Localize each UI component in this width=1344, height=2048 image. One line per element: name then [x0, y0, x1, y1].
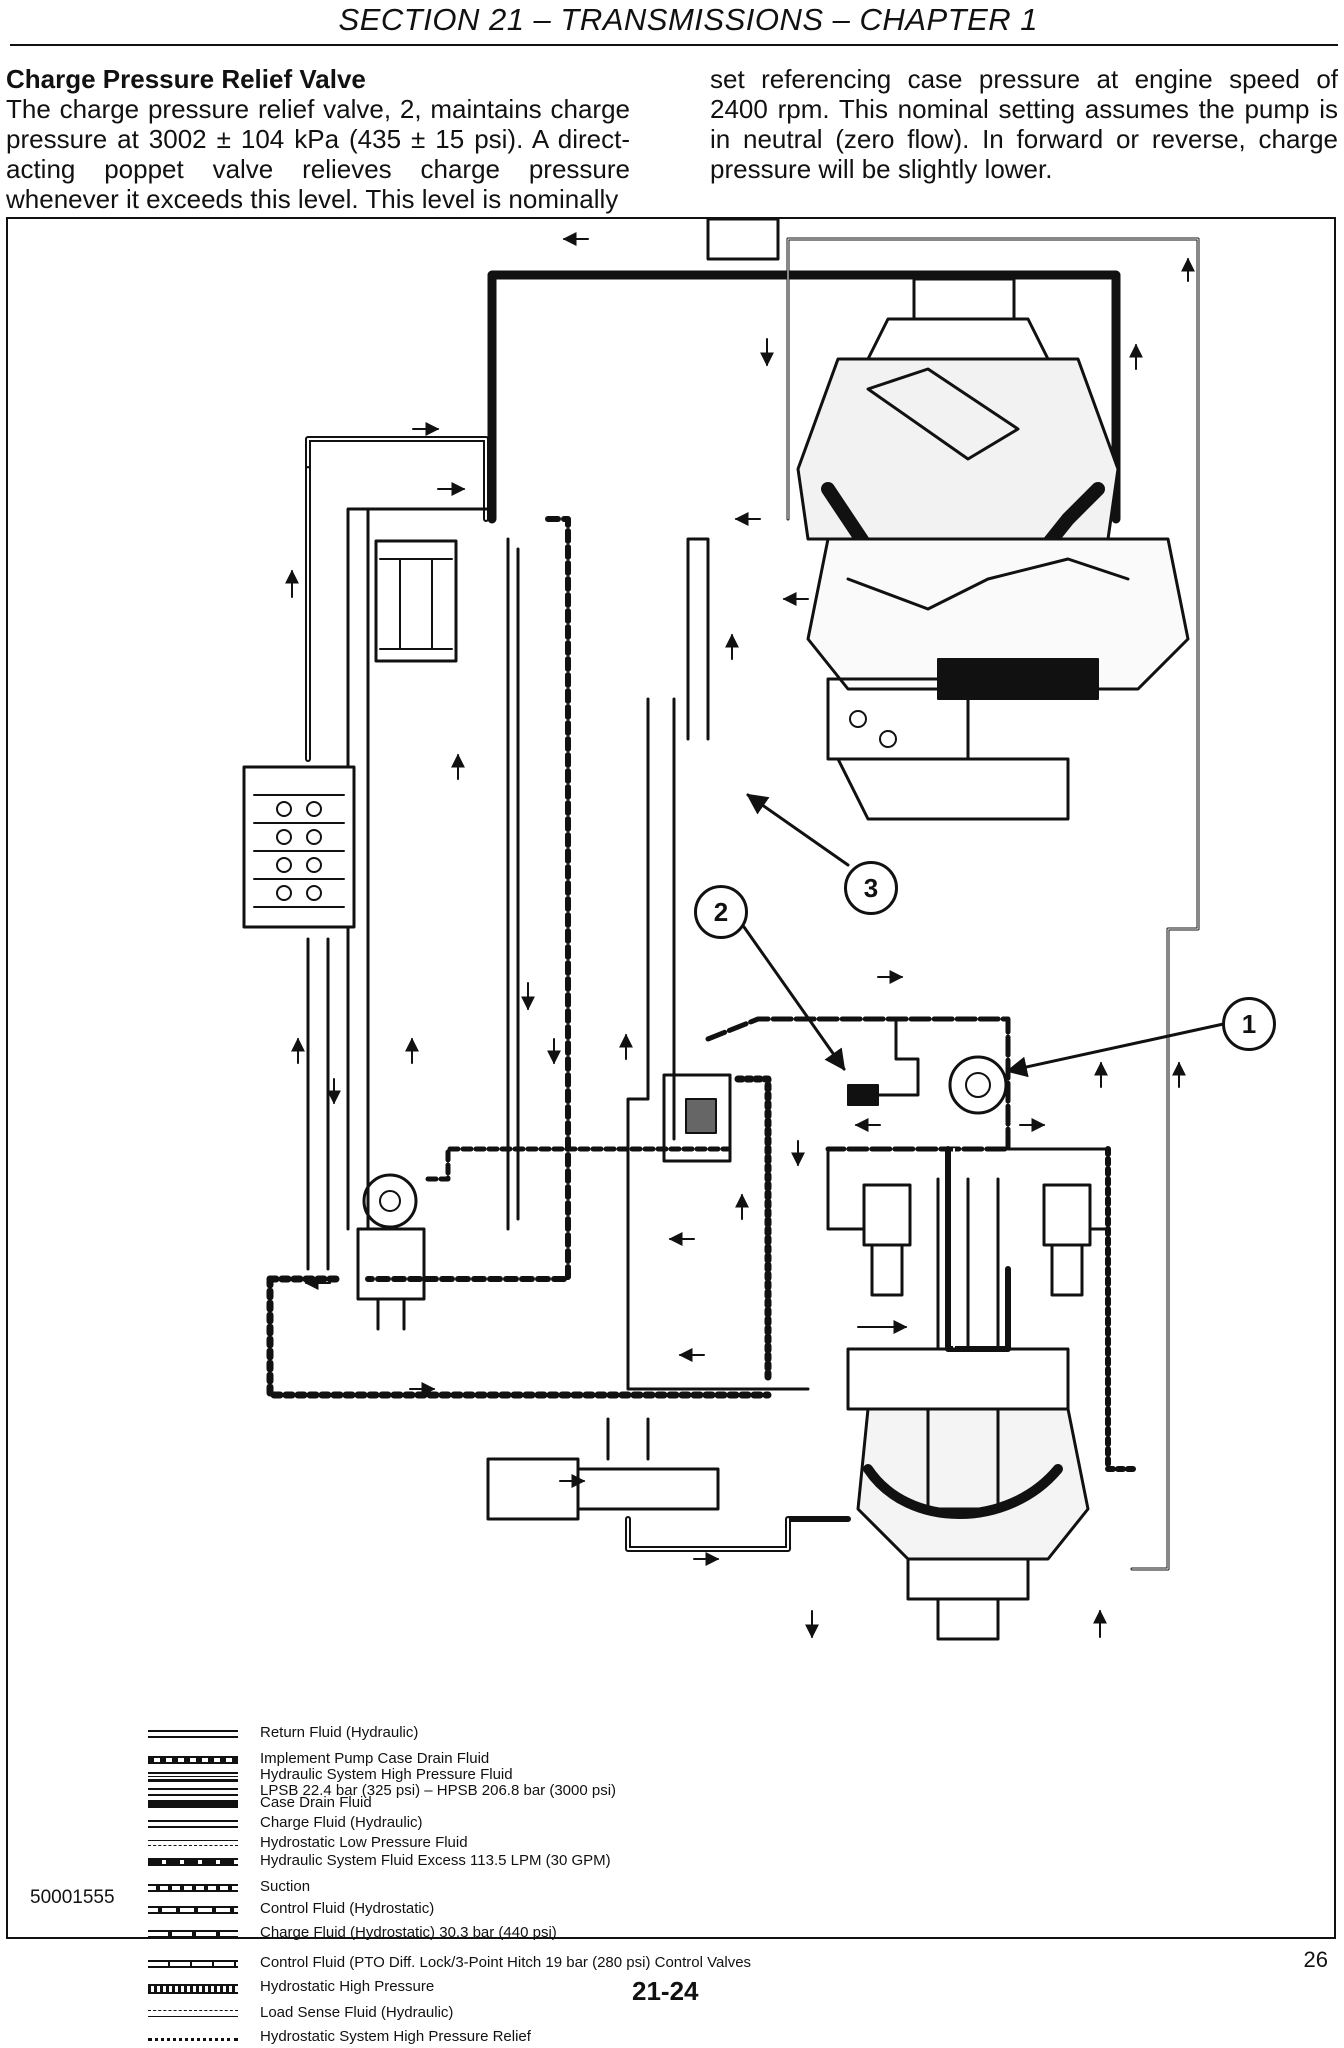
- legend-item: Hydrostatic High Pressure: [148, 1978, 888, 1998]
- legend-item: Control Fluid (Hydrostatic): [148, 1900, 888, 1920]
- legend-label: Control Fluid (PTO Diff. Lock/3-Point Hi…: [260, 1954, 752, 1971]
- text-column-left: Charge Pressure Relief Valve The charge …: [6, 64, 630, 214]
- check-valve-left: [862, 1183, 912, 1247]
- gear-pump: [362, 1173, 418, 1229]
- legend-line-swatch: [148, 1788, 238, 1796]
- hydraulic-schematic-figure: 1 2 3 Return Fluid (Hydraulic) Implement …: [6, 217, 1336, 2045]
- legend-label: Hydrostatic High Pressure: [260, 1978, 435, 1995]
- hydrostatic-pump: [796, 277, 1190, 821]
- filter: [662, 1073, 732, 1163]
- body-text-left: The charge pressure relief valve, 2, mai…: [6, 94, 630, 214]
- check-valve-right: [1042, 1183, 1092, 1247]
- legend-line-swatch: [148, 1840, 238, 1846]
- legend-label: Control Fluid (Hydrostatic): [260, 1900, 435, 1917]
- legend-item: Charge Fluid (Hydraulic): [148, 1814, 888, 1834]
- legend-item: Return Fluid (Hydraulic): [148, 1724, 888, 1744]
- legend-label: Hydrostatic Low Pressure Fluid: [260, 1834, 468, 1851]
- callout-2: 2: [694, 885, 748, 939]
- legend-label: Case Drain Fluid: [260, 1794, 372, 1811]
- legend-line-swatch: [148, 1730, 238, 1738]
- legend-item: Case Drain Fluid: [148, 1794, 888, 1814]
- legend-item: Charge Fluid (Hydrostatic) 30.3 bar (440…: [148, 1924, 888, 1944]
- callout-1: 1: [1222, 997, 1276, 1051]
- legend-label: Return Fluid (Hydraulic): [260, 1724, 419, 1741]
- text-column-right: set referencing case pressure at engine …: [710, 64, 1338, 184]
- valve-bank: [242, 765, 356, 929]
- callout-1-leader: [1005, 1021, 1230, 1078]
- legend-line-swatch: [148, 1884, 238, 1892]
- legend-label: Charge Fluid (Hydraulic): [260, 1814, 423, 1831]
- legend-label: Implement Pump Case Drain Fluid: [260, 1750, 490, 1767]
- folio: 21-24: [632, 1976, 699, 2006]
- figure-id: 50001555: [30, 1887, 115, 1908]
- legend-item: Load Sense Fluid (Hydraulic): [148, 2004, 888, 2024]
- case-drain-line: [487, 270, 1121, 524]
- legend-line-swatch: [148, 1960, 238, 1968]
- section-title: SECTION 21 – TRANSMISSIONS – CHAPTER 1: [338, 2, 1038, 37]
- legend-label: Hydraulic System High Pressure Fluid: [260, 1766, 513, 1783]
- legend-item: Hydrostatic Low Pressure Fluid: [148, 1834, 888, 1854]
- section-heading: Charge Pressure Relief Valve: [6, 64, 366, 94]
- charge-pump: [948, 1055, 1008, 1115]
- legend-line-swatch: [148, 1930, 238, 1938]
- legend-line-swatch: [148, 1800, 238, 1808]
- callout-2-leader: [742, 925, 846, 1071]
- legend-label: Hydraulic System Fluid Excess 113.5 LPM …: [260, 1852, 611, 1869]
- section-header: SECTION 21 – TRANSMISSIONS – CHAPTER 1: [10, 0, 1338, 46]
- legend-item: Implement Pump Case Drain Fluid: [148, 1750, 888, 1770]
- legend-label: LPSB 22.4 bar (325 psi) – HPSB 206.8 bar…: [260, 1782, 617, 1799]
- callout-3-leader: [746, 793, 850, 867]
- legend-item: Hydraulic System High Pressure Fluid: [148, 1766, 888, 1786]
- legend-line-swatch: [148, 1858, 238, 1866]
- legend-line-swatch: [148, 1772, 238, 1782]
- legend-line-swatch: [148, 1984, 238, 1994]
- hydrostatic-motor: [846, 1177, 1090, 1641]
- legend-label: Suction: [260, 1878, 311, 1895]
- schematic-drawing: [242, 219, 1230, 1641]
- callout-3: 3: [844, 861, 898, 915]
- legend-line-swatch: [148, 1906, 238, 1914]
- legend-label: Hydrostatic System High Pressure Relief: [260, 2028, 531, 2045]
- legend-label: Charge Fluid (Hydrostatic) 30.3 bar (440…: [260, 1924, 557, 1941]
- legend-item: Hydrostatic System High Pressure Relief: [148, 2028, 888, 2048]
- legend-label: Load Sense Fluid (Hydraulic): [260, 2004, 454, 2021]
- legend-item: LPSB 22.4 bar (325 psi) – HPSB 206.8 bar…: [148, 1782, 888, 1802]
- legend-item: Hydraulic System Fluid Excess 113.5 LPM …: [148, 1852, 888, 1872]
- body-text-right: set referencing case pressure at engine …: [710, 64, 1338, 184]
- charge-pressure-relief-valve: [847, 1084, 879, 1106]
- legend-line-swatch: [148, 1820, 238, 1828]
- pto-valve: [486, 1457, 580, 1521]
- legend-item: Control Fluid (PTO Diff. Lock/3-Point Hi…: [148, 1954, 888, 1974]
- legend-line-swatch: [148, 2034, 238, 2041]
- page-number: 26: [1303, 1947, 1328, 1972]
- legend-item: Suction: [148, 1878, 888, 1898]
- legend-line-swatch: [148, 1756, 238, 1764]
- legend-line-swatch: [148, 2010, 238, 2017]
